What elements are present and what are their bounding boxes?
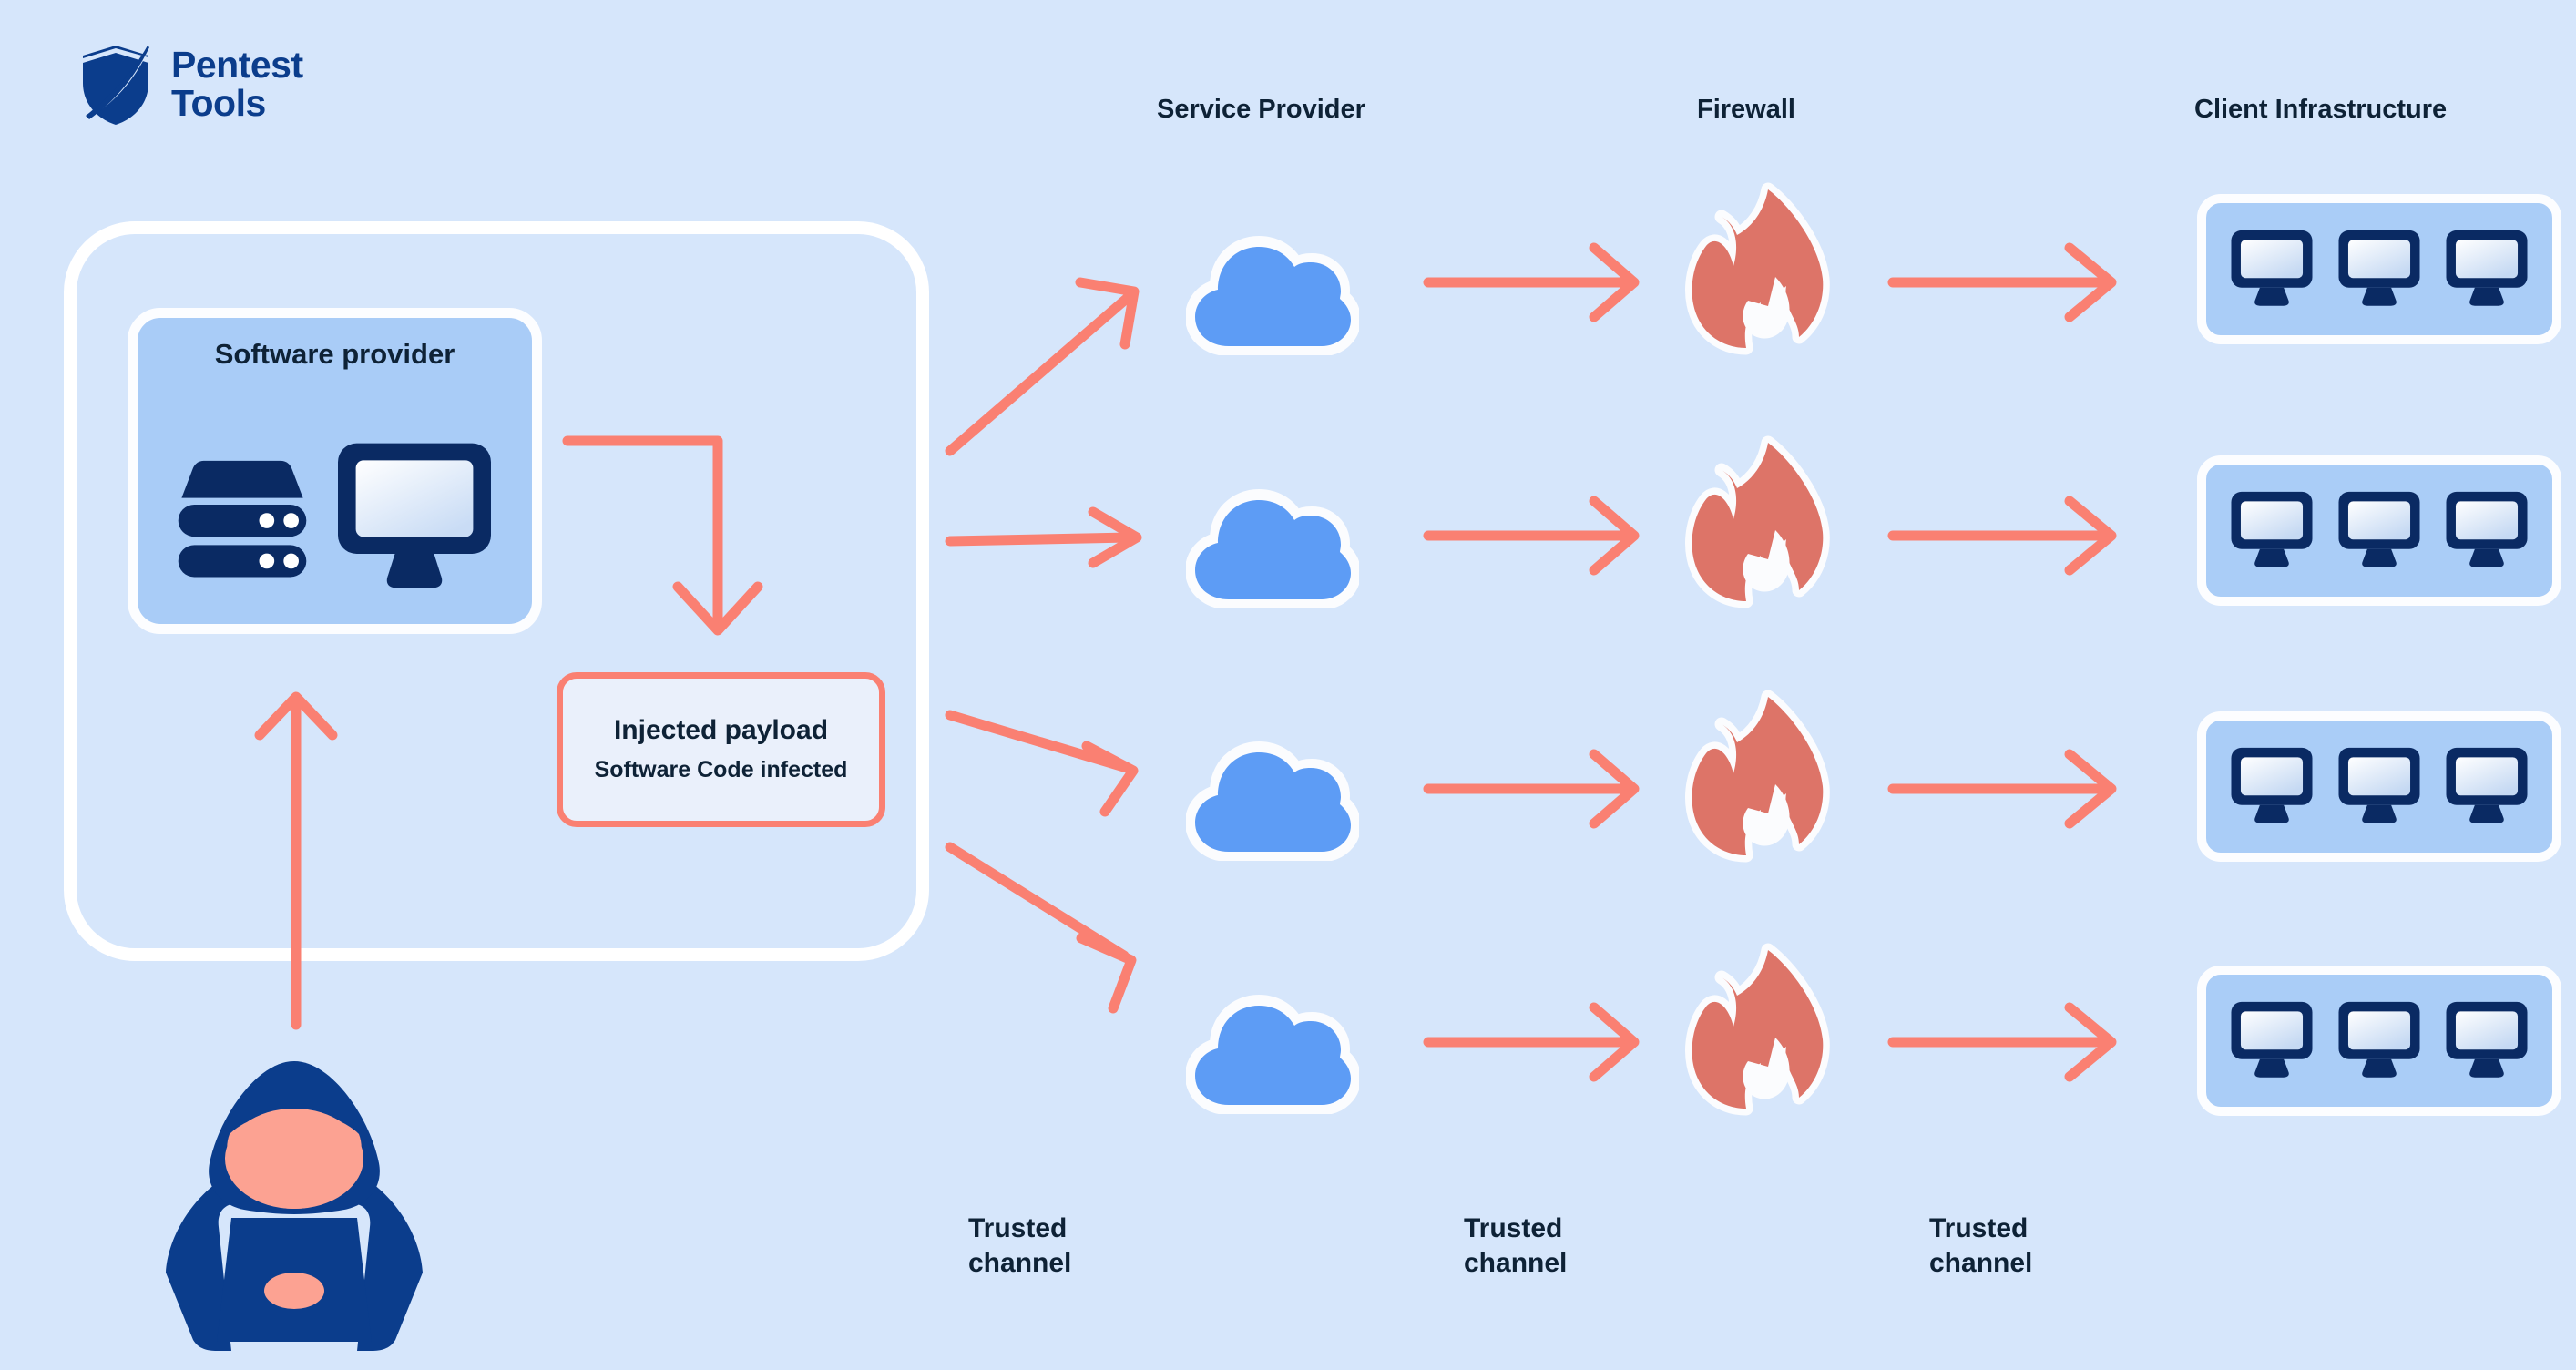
software-provider-card: Software provider (128, 308, 542, 634)
monitor-icon (2336, 744, 2423, 829)
fanout-arrow-2 (945, 506, 1142, 568)
cloud-icon (1185, 472, 1361, 609)
monitor-icon (2443, 998, 2530, 1083)
cloud-icon (1185, 219, 1361, 356)
monitor-icon (2336, 998, 2423, 1083)
cloud-to-firewall-arrow-1 (1423, 242, 1640, 322)
injected-payload-subtitle: Software Code infected (594, 757, 848, 783)
firewall-to-client-arrow-3 (1887, 749, 2117, 829)
monitor-icon (2443, 488, 2530, 573)
cloud-to-firewall-arrow-3 (1423, 749, 1640, 829)
monitor-icon (2228, 998, 2315, 1083)
software-provider-boundary (64, 221, 929, 961)
flame-icon (1681, 943, 1835, 1116)
flame-icon (1681, 690, 1835, 863)
trusted-channel-label: Trusted channel (1929, 1213, 2033, 1279)
client-infrastructure-box (2197, 194, 2561, 344)
client-infrastructure-box (2197, 966, 2561, 1116)
logo-line-2: Tools (171, 82, 266, 124)
fanout-arrow-3 (945, 710, 1139, 817)
column-header-client-infrastructure: Client Infrastructure (2194, 95, 2448, 124)
logo-line-1: Pentest (171, 44, 303, 87)
server-stack-icon (175, 452, 310, 584)
software-provider-title: Software provider (214, 338, 455, 370)
flame-icon (1681, 182, 1835, 355)
column-header-firewall: Firewall (1697, 95, 1795, 124)
client-infrastructure-box (2197, 711, 2561, 862)
firewall-to-client-arrow-2 (1887, 496, 2117, 576)
fanout-arrow-1 (945, 277, 1140, 456)
firewall-to-client-arrow-4 (1887, 1002, 2117, 1082)
hooded-hacker-with-laptop-icon (153, 1061, 435, 1351)
pentest-tools-logo: Pentest Tools (80, 35, 463, 135)
monitor-icon (2443, 227, 2530, 312)
injected-payload-box: Injected payload Software Code infected (557, 672, 885, 827)
cloud-icon (1185, 977, 1361, 1115)
software-provider-icons (138, 413, 532, 622)
trusted-channel-label: Trusted channel (968, 1213, 1072, 1279)
monitor-icon (2336, 488, 2423, 573)
cloud-icon (1185, 724, 1361, 862)
desktop-monitor-icon (333, 439, 496, 597)
trusted-channel-label: Trusted channel (1464, 1213, 1568, 1279)
logo-wordmark: Pentest Tools (171, 46, 303, 123)
flame-icon (1681, 435, 1835, 608)
shield-icon (80, 43, 151, 127)
monitor-icon (2228, 488, 2315, 573)
fanout-arrow-4 (945, 842, 1137, 1014)
cloud-to-firewall-arrow-4 (1423, 1002, 1640, 1082)
monitor-icon (2228, 744, 2315, 829)
monitor-icon (2336, 227, 2423, 312)
injected-payload-title: Injected payload (613, 715, 829, 746)
client-infrastructure-box (2197, 455, 2561, 606)
firewall-to-client-arrow-1 (1887, 242, 2117, 322)
monitor-icon (2443, 744, 2530, 829)
column-header-service-provider: Service Provider (1157, 95, 1365, 124)
cloud-to-firewall-arrow-2 (1423, 496, 1640, 576)
monitor-icon (2228, 227, 2315, 312)
